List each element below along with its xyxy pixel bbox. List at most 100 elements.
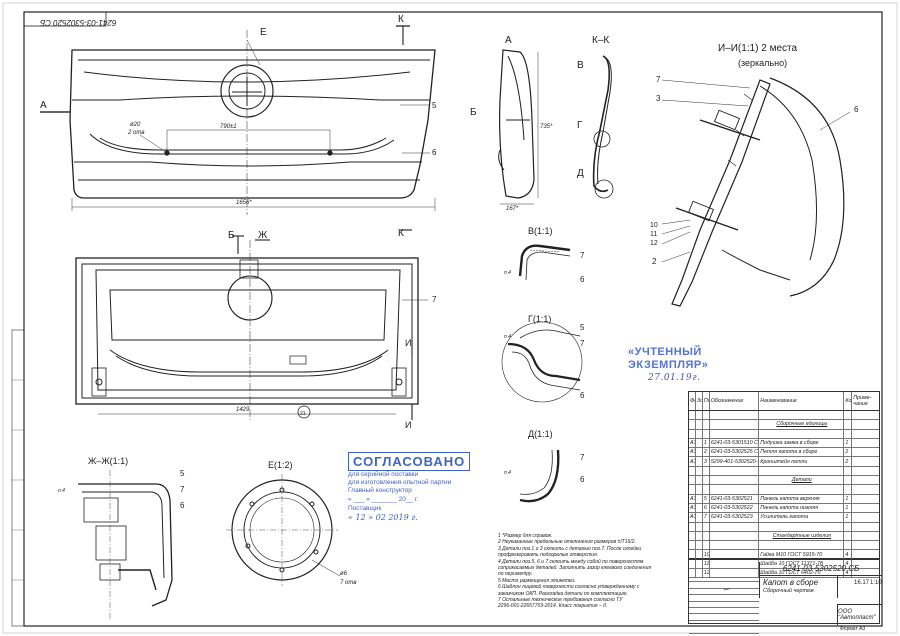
dim-bottom-label: 1429 bbox=[236, 407, 250, 413]
bom-empty-cell bbox=[852, 411, 879, 419]
view-KK-title: К–К bbox=[592, 35, 609, 46]
copy-stamp-line1: «УЧТЕННЫЙ bbox=[628, 346, 702, 358]
stamp-supplier: Поставщик bbox=[348, 505, 382, 512]
bom-note-cell bbox=[852, 439, 879, 447]
stamp-line2: для изготовления опытной партии bbox=[348, 478, 452, 486]
bom-empty-cell bbox=[710, 541, 760, 550]
bom-code-cell: 6241-03-5301510 СБ bbox=[710, 438, 760, 448]
bom-empty-cell bbox=[696, 522, 703, 531]
detail-V-note: п.4 bbox=[504, 270, 511, 276]
section-ZhZh-title: Ж–Ж(1:1) bbox=[88, 456, 128, 466]
technical-requirements: 1 *Размер для справок.2 Неуказанные пред… bbox=[498, 533, 688, 610]
bom-empty-cell bbox=[703, 476, 710, 485]
bom-position-cell: 11 bbox=[703, 559, 710, 569]
leader-6-top: 6 bbox=[432, 148, 437, 157]
bom-header-cell: Поз. bbox=[703, 392, 710, 410]
bom-empty-cell bbox=[696, 476, 703, 485]
section-view-KK bbox=[592, 55, 614, 199]
bom-qty-cell: 2 bbox=[844, 457, 853, 466]
label-V: В bbox=[577, 60, 584, 71]
requirement-line: по периметру. bbox=[498, 571, 533, 578]
format-label: Формат bbox=[840, 626, 858, 632]
bom-empty-cell bbox=[689, 466, 696, 476]
bom-code-cell bbox=[710, 550, 760, 559]
requirement-line: 6 Шаблон лицевой поверхности согласно ут… bbox=[498, 584, 640, 591]
view-II-title: И–И(1:1) 2 места bbox=[718, 43, 798, 54]
leader-21-bottom: 21 bbox=[300, 411, 306, 417]
view-E-hole-dia: ø6 bbox=[340, 571, 348, 577]
detail-D-leader-6: 6 bbox=[580, 475, 585, 484]
bom-format-cell: А3 bbox=[690, 438, 696, 448]
format-value: A3 bbox=[859, 626, 866, 632]
stamp-date1: « ___ » _______ 20__ г. bbox=[348, 496, 419, 503]
dim-depth-label: 167* bbox=[506, 206, 519, 212]
bom-empty-cell bbox=[844, 541, 853, 550]
detail-D bbox=[519, 449, 560, 503]
bom-note-cell bbox=[852, 504, 879, 512]
bom-empty-cell bbox=[852, 430, 879, 438]
label-D: Д bbox=[577, 168, 584, 179]
bom-empty-cell bbox=[759, 411, 845, 420]
copy-stamp-line2: ЭКЗЕМПЛЯР» bbox=[628, 359, 709, 371]
bom-qty-cell: 2 bbox=[844, 448, 853, 457]
bom-empty-cell bbox=[852, 420, 879, 428]
stamp-date2: « 12 » 02 2019 г. bbox=[348, 513, 418, 522]
bom-empty-cell bbox=[852, 541, 879, 549]
bom-empty-cell bbox=[844, 420, 853, 429]
requirement-line: 2 Неуказанные предельные отклонения разм… bbox=[498, 539, 636, 546]
bom-position-cell: 12 bbox=[703, 569, 710, 578]
bom-empty-cell bbox=[703, 522, 710, 531]
bom-empty-cell bbox=[852, 523, 879, 531]
approval-stamp: СОГЛАСОВАНО для серийной поставки для из… bbox=[348, 452, 490, 522]
bom-empty-cell bbox=[710, 531, 760, 541]
bom-note-cell bbox=[852, 495, 879, 503]
stamp-title: СОГЛАСОВАНО bbox=[348, 452, 471, 471]
bom-empty-cell bbox=[689, 485, 696, 494]
bom-empty-cell bbox=[696, 466, 703, 476]
bom-position-cell: 7 bbox=[703, 513, 710, 522]
requirement-line: 7 Остальные технические требования согла… bbox=[498, 597, 623, 604]
bom-empty-row bbox=[689, 522, 879, 532]
dim-width-label: 1656* bbox=[236, 200, 252, 206]
bom-header-cell: Обозначение bbox=[710, 392, 760, 410]
requirement-line: 5 Место размещения этикетки. bbox=[498, 577, 576, 584]
bom-section-row: Стандартные изделия bbox=[689, 531, 879, 542]
II-leader-3: 3 bbox=[656, 94, 661, 103]
bom-empty-cell bbox=[710, 522, 760, 531]
bom-name-cell: Панель капота нижняя bbox=[759, 503, 845, 513]
bom-format-cell: А3 bbox=[690, 457, 696, 466]
bom-empty-row bbox=[689, 411, 879, 421]
bom-name-cell: Подушка замка в сборе bbox=[759, 438, 845, 448]
copy-stamp-date: 27.01.19г. bbox=[648, 373, 701, 383]
bom-empty-cell bbox=[689, 541, 696, 550]
view-E-hole-qty: 7 отв bbox=[340, 580, 356, 586]
bom-empty-cell bbox=[689, 420, 696, 429]
bom-zone-cell bbox=[696, 550, 703, 559]
view-II-subtitle: (зеркально) bbox=[738, 58, 787, 68]
bom-empty-cell bbox=[844, 522, 853, 531]
bom-zone-cell bbox=[696, 494, 703, 503]
bom-position-cell: 3 bbox=[703, 457, 710, 466]
bom-empty-cell bbox=[689, 411, 696, 420]
bom-empty-cell bbox=[703, 485, 710, 494]
bom-empty-cell bbox=[689, 476, 696, 485]
dim-hole-quantity: 2 отв bbox=[127, 130, 144, 136]
detail-G-note: п.4 bbox=[504, 334, 511, 340]
detail-D-title: Д(1:1) bbox=[528, 429, 553, 439]
bom-empty-cell bbox=[844, 466, 853, 476]
bom-section-row: Детали bbox=[689, 476, 879, 486]
top-view-dimensions bbox=[40, 25, 436, 211]
bom-header-cell: Наименование bbox=[759, 392, 845, 410]
bom-empty-cell bbox=[844, 485, 853, 494]
bom-format-cell: А3 bbox=[690, 448, 696, 457]
bom-position-cell: 6 bbox=[703, 503, 710, 513]
document-name-sub: Сборочный чертеж bbox=[763, 588, 814, 594]
bom-format-cell bbox=[689, 559, 696, 569]
detail-V-leader-6: 6 bbox=[580, 275, 585, 284]
bom-empty-cell bbox=[703, 429, 710, 438]
document-name: Капот в сборе Сборочный чертеж bbox=[759, 576, 837, 598]
bom-empty-cell bbox=[696, 541, 703, 550]
